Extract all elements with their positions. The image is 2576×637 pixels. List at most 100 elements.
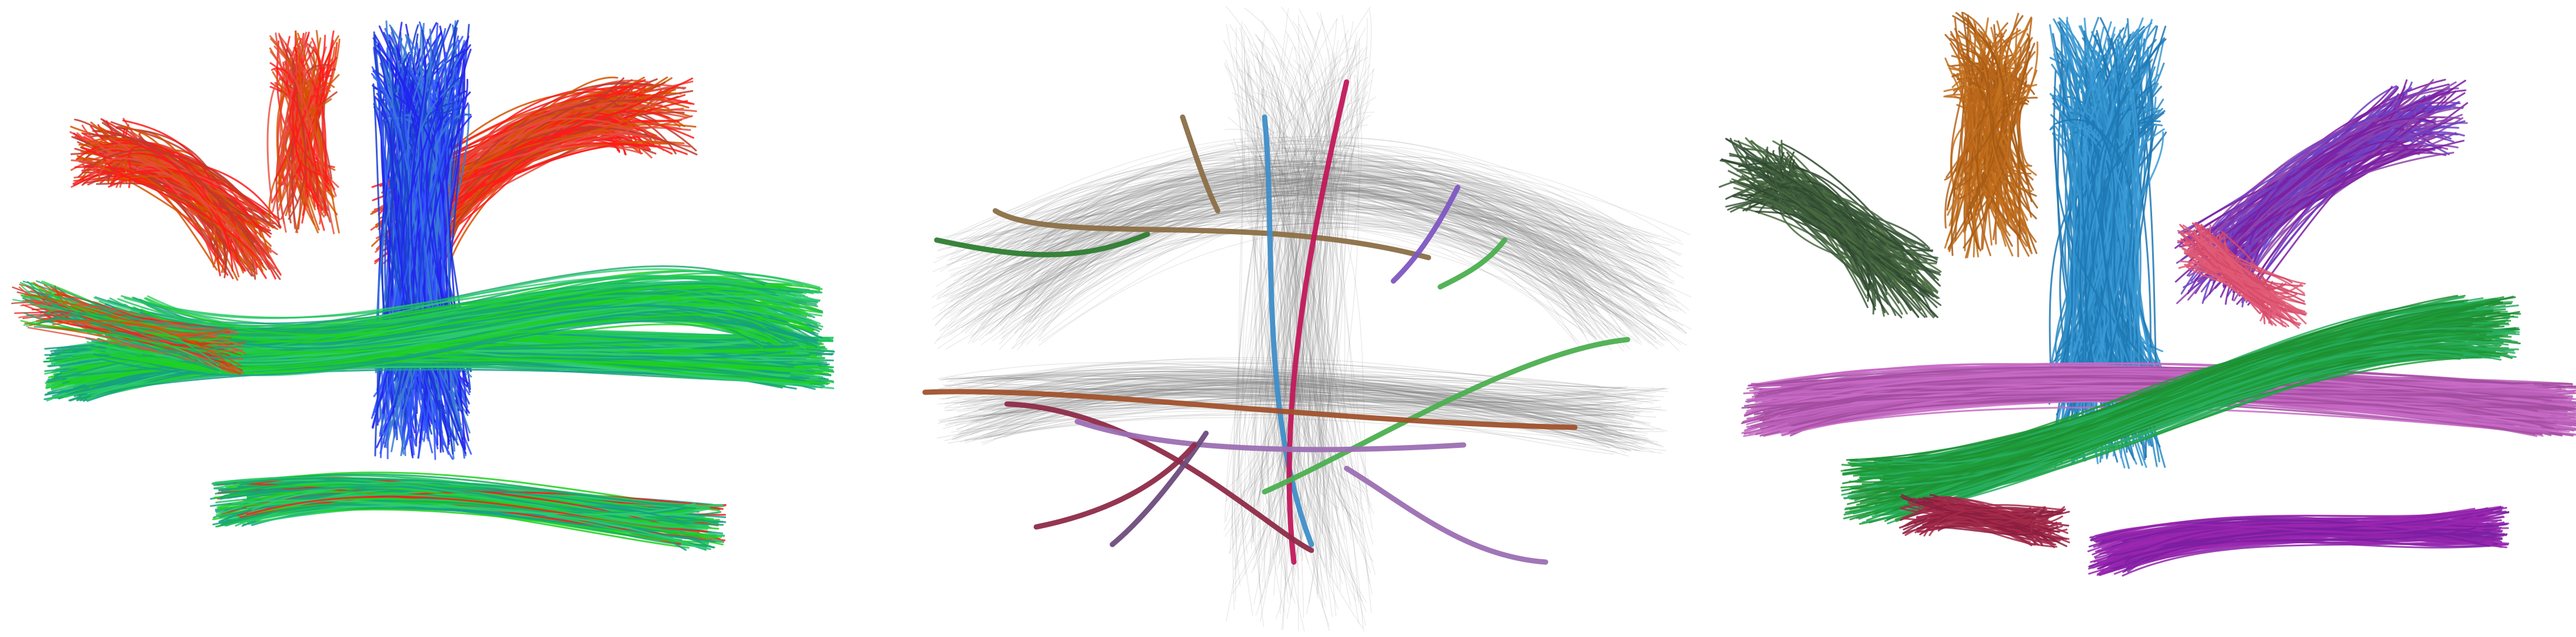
grey-fiber [1331,129,1370,584]
grey-fiber [1255,151,1325,552]
grey-fiber [1273,76,1313,604]
right-fiber-bundle-image [1718,12,2576,577]
middle-fiber-bundle-image [922,6,1692,632]
grey-fiber [963,181,1656,339]
fiber-blue [2090,133,2112,399]
left-fiber-bundle-image [11,19,835,551]
fiber-red [73,170,224,214]
fiber-dark-green [1738,177,1908,315]
grey-fiber [1243,68,1331,584]
grey-fiber [1232,60,1293,594]
grey-fiber [1307,12,1334,493]
fiber-green [249,484,722,538]
grey-fiber [971,163,1629,343]
grey-fiber [1316,12,1345,618]
grey-fiber [1261,57,1299,539]
grey-fiber [957,386,1636,432]
grey-fiber [1294,95,1345,511]
grey-fiber [989,386,1614,437]
grey-fiber [999,185,1667,341]
grey-fiber [960,166,1614,335]
grey-fiber [1283,124,1368,603]
grey-fiber [999,206,1636,326]
grey-fiber [1233,138,1318,604]
grey-fiber [1005,166,1669,296]
grey-fiber [1029,191,1634,318]
grey-fiber [964,374,1612,431]
fiber-purple [2188,140,2409,262]
grey-fiber [1238,125,1318,511]
grey-fiber [1041,180,1666,342]
fiber-dark-green [1745,155,1886,245]
grey-fiber [987,179,1592,268]
grey-fiber [1047,139,1591,333]
fiber-red-pink [2198,231,2274,312]
grey-fiber [931,167,1674,298]
grey-fiber [937,196,1653,350]
grey-fiber [1316,64,1371,595]
fiber-dark-green [1783,157,1926,247]
grey-fiber [951,376,1646,424]
fiber-red-pink [2200,263,2307,324]
grey-fiber [988,150,1602,335]
grey-fiber [1240,85,1341,592]
grey-fiber [950,197,1639,315]
grey-fiber [961,196,1684,333]
grey-fiber [957,399,1615,422]
grey-fiber [959,204,1642,296]
grey-fiber [1260,9,1331,622]
highlighted-streamline [1004,401,1314,553]
grey-fiber [1251,124,1367,612]
grey-fiber [1268,44,1358,574]
grey-fiber [974,196,1612,351]
grey-fiber [1002,382,1627,444]
grey-fiber [994,375,1657,418]
fiber-mixed [27,327,235,374]
grey-fiber [1007,181,1579,304]
fiber-red [81,169,271,232]
grey-fiber [950,212,1629,316]
grey-fiber [1234,98,1275,524]
fiber-blue [2055,121,2113,432]
grey-fiber [984,140,1670,265]
grey-fiber [1225,6,1317,528]
grey-fiber [984,393,1621,440]
fiber-green [1885,354,2500,512]
grey-fiber [1294,45,1338,609]
grey-fiber [967,186,1650,344]
grey-fiber [959,374,1607,410]
grey-fiber [1259,77,1344,588]
grey-fiber [960,167,1619,339]
grey-fiber [992,203,1656,333]
fiber-maroon [1937,496,2053,523]
grey-fiber [1292,58,1334,573]
grey-fiber [940,158,1606,242]
fiber-green [111,292,813,340]
grey-fiber [1294,57,1364,525]
grey-fiber [982,383,1602,436]
fiber-orange [1991,41,2039,168]
grey-fiber [949,179,1588,309]
fiber-blue [2064,87,2109,376]
grey-fiber [973,379,1630,438]
grey-fiber [994,367,1633,426]
grey-fiber [1025,138,1586,300]
grey-fiber [1263,66,1372,573]
grey-fiber [960,190,1625,292]
grey-fiber [1303,84,1364,587]
fiber-purple [2236,106,2464,243]
grey-fiber [1225,59,1307,553]
grey-fiber [1229,21,1244,554]
grey-fiber [1318,108,1361,505]
grey-fiber [944,366,1601,387]
fiber-red [109,169,258,228]
grey-fiber [968,357,1654,404]
fiber-red [441,143,630,208]
grey-fiber [981,159,1649,306]
grey-fiber [935,173,1638,328]
fiber-maroon [1938,513,2032,529]
fiber-green [214,479,697,517]
grey-fiber [981,180,1610,329]
grey-fiber [1283,102,1370,557]
grey-fiber [974,388,1601,440]
